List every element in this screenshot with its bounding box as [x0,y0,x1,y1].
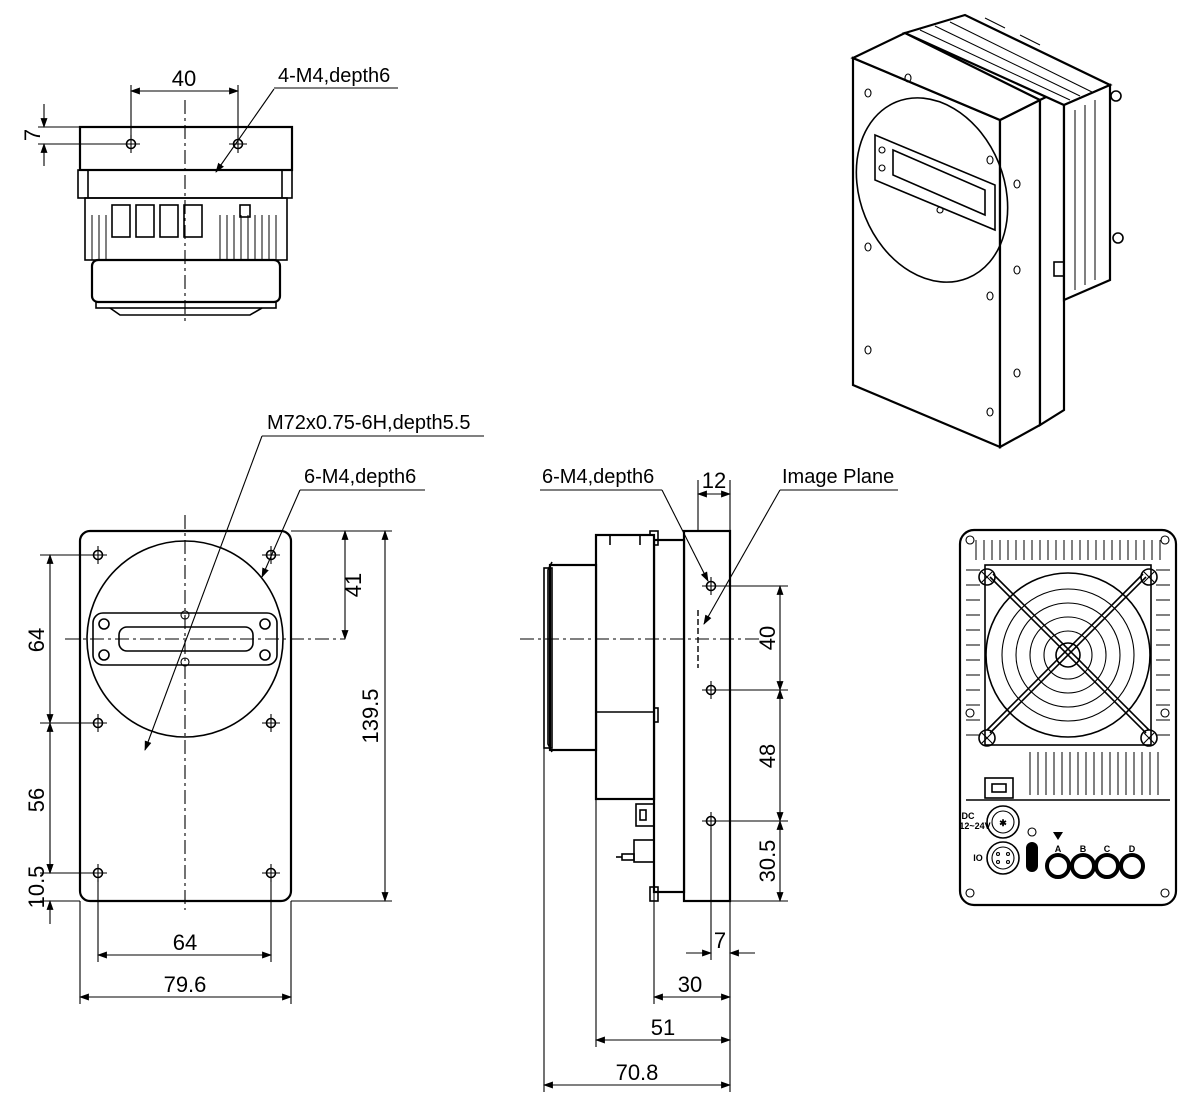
front-dim-top-to-center: 41 [341,573,366,597]
rear-port-label-a: A [1055,844,1062,854]
rear-label-io: IO [973,853,983,863]
front-dim-total-height: 139.5 [358,688,383,743]
front-dim-hole-width: 64 [173,930,197,955]
top-dim-hole-spacing: 40 [172,66,196,91]
front-note-holes: 6-M4,depth6 [304,466,416,488]
top-view: 40 7 4-M4,depth6 [20,65,398,325]
rear-label-voltage: 12~24V [959,821,990,831]
side-dim-offset-7: 7 [714,928,726,953]
front-dim-left-middle: 56 [24,788,49,812]
side-dim-51: 51 [651,1015,675,1040]
svg-text:✱: ✱ [999,818,1007,828]
front-dim-left-upper: 64 [24,628,49,652]
side-view-heatsink [594,533,656,801]
rear-port-label-d: D [1129,844,1136,854]
iso-sensor-window [874,133,996,232]
side-view-mount-holes [702,577,720,830]
side-view-middle-body [652,538,686,894]
top-view-heatsink [84,197,288,261]
front-view: M72x0.75-6H,depth5.5 6-M4,depth6 41 139.… [24,412,484,1004]
top-view-fins [91,215,277,260]
rear-view-io-connector [986,841,1020,875]
front-view-mount-holes [89,546,280,882]
rear-view-led [1026,827,1063,872]
side-note-image-plane: Image Plane [782,466,894,488]
iso-lens-mount [855,97,1009,283]
side-view: 6-M4,depth6 Image Plane 12 40 48 30.5 7 … [520,466,898,1092]
top-view-fan [90,258,282,304]
isometric-view [850,13,1124,449]
rear-port-label-b: B [1080,844,1087,854]
side-view-connector [616,803,655,863]
side-view-fan [548,563,598,752]
rear-view-port-a: A [1045,844,1071,879]
iso-side-face [998,98,1042,449]
side-dim-70-8: 70.8 [616,1060,659,1085]
rear-view-fan-grille [985,572,1151,738]
side-dim-top: 12 [702,468,726,493]
side-dim-right-middle: 48 [755,744,780,768]
rear-view-port-c: C [1094,844,1120,879]
rear-view-power-switch [984,777,1014,799]
iso-mount-holes [864,73,1021,417]
rear-view-side-fins [966,569,1170,736]
rear-view-top-fins [975,540,1161,560]
top-note-holes: 4-M4,depth6 [278,65,390,87]
rear-view-body [958,528,1178,907]
rear-view-bottom-fins [1029,752,1159,795]
rear-view-dc-connector: ✱ [986,805,1020,839]
side-dim-right-bottom: 30.5 [755,840,780,883]
rear-label-dc: DC [962,811,975,821]
side-dim-right-upper: 40 [755,626,780,650]
front-note-mount: M72x0.75-6H,depth5.5 [267,412,470,434]
rear-port-label-c: C [1104,844,1111,854]
top-view-mount-plate [78,125,294,172]
side-note-holes: 6-M4,depth6 [542,466,654,488]
rear-view: ✱ DC 12~24V IO A B C D [958,528,1178,907]
side-dim-30: 30 [678,972,702,997]
top-dim-hole-offset: 7 [20,129,45,141]
rear-view-screws [965,535,1170,898]
top-view-connectors [111,204,251,238]
front-dim-total-width: 79.6 [164,972,207,997]
front-dim-left-bottom: 10.5 [24,866,49,909]
rear-view-port-d: D [1119,844,1145,879]
